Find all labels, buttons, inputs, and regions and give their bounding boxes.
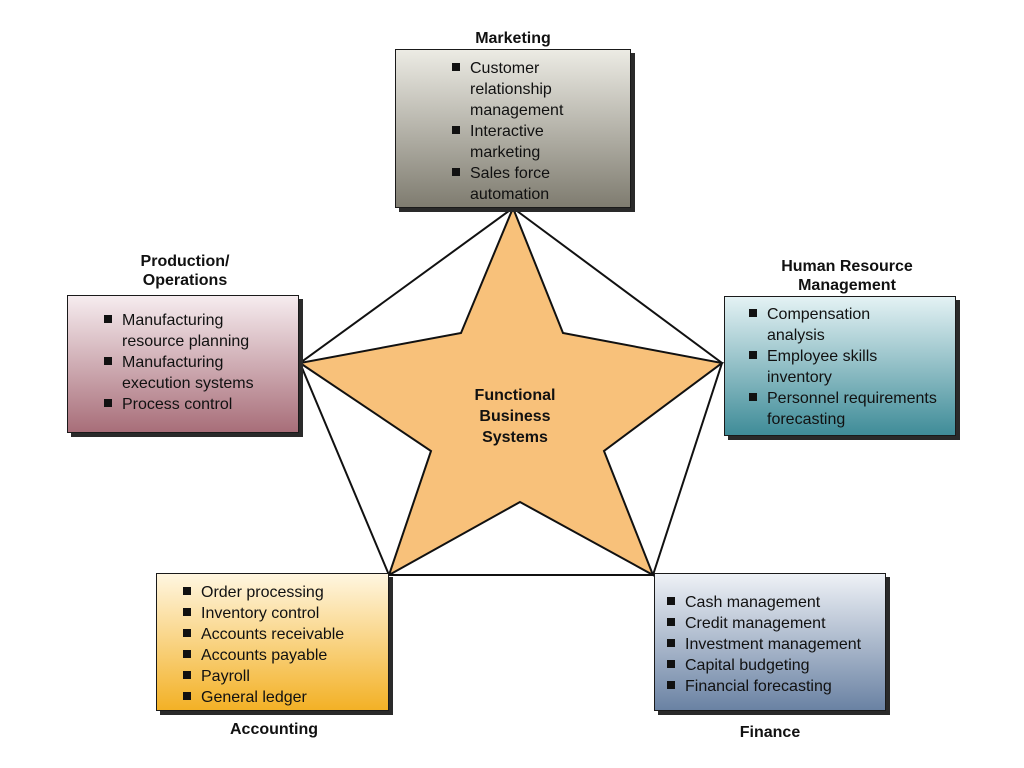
- hr-title: Human Resource Management: [781, 258, 913, 294]
- list-item: Process control: [100, 394, 290, 415]
- marketing-title: Marketing: [475, 30, 551, 47]
- list-item: Investment management: [663, 634, 879, 655]
- list-item: General ledger: [179, 687, 382, 708]
- list-item: Financial forecasting: [663, 676, 879, 697]
- list-item: Customer relationship management: [448, 58, 620, 121]
- finance-box: Cash management Credit management Invest…: [654, 573, 886, 711]
- production-title: Production/ Operations: [140, 253, 230, 289]
- list-item: Manufacturing execution systems: [100, 352, 290, 394]
- list-item: Manufacturing resource planning: [100, 310, 290, 352]
- list-item: Accounts payable: [179, 645, 382, 666]
- list-item: Employee skills inventory: [745, 346, 951, 388]
- list-item: Sales force automation: [448, 163, 620, 205]
- list-item: Credit management: [663, 613, 879, 634]
- accounting-box: Order processing Inventory control Accou…: [156, 573, 389, 711]
- functional-systems-star: [297, 205, 725, 578]
- list-item: Personnel requirements forecasting: [745, 388, 951, 430]
- list-item: Inventory control: [179, 603, 382, 624]
- list-item: Capital budgeting: [663, 655, 879, 676]
- list-item: Order processing: [179, 582, 382, 603]
- list-item: Interactive marketing: [448, 121, 620, 163]
- list-item: Compensation analysis: [745, 304, 951, 346]
- center-label: Functional Business Systems: [474, 387, 556, 446]
- pentagon-outline: [298, 206, 724, 576]
- list-item: Payroll: [179, 666, 382, 687]
- production-box: Manufacturing resource planning Manufact…: [67, 295, 299, 433]
- finance-title: Finance: [739, 724, 801, 741]
- marketing-box: Customer relationship management Interac…: [395, 49, 631, 208]
- hr-box: Compensation analysis Employee skills in…: [724, 296, 956, 436]
- list-item: Cash management: [663, 592, 879, 613]
- accounting-title: Accounting: [230, 721, 318, 738]
- list-item: Accounts receivable: [179, 624, 382, 645]
